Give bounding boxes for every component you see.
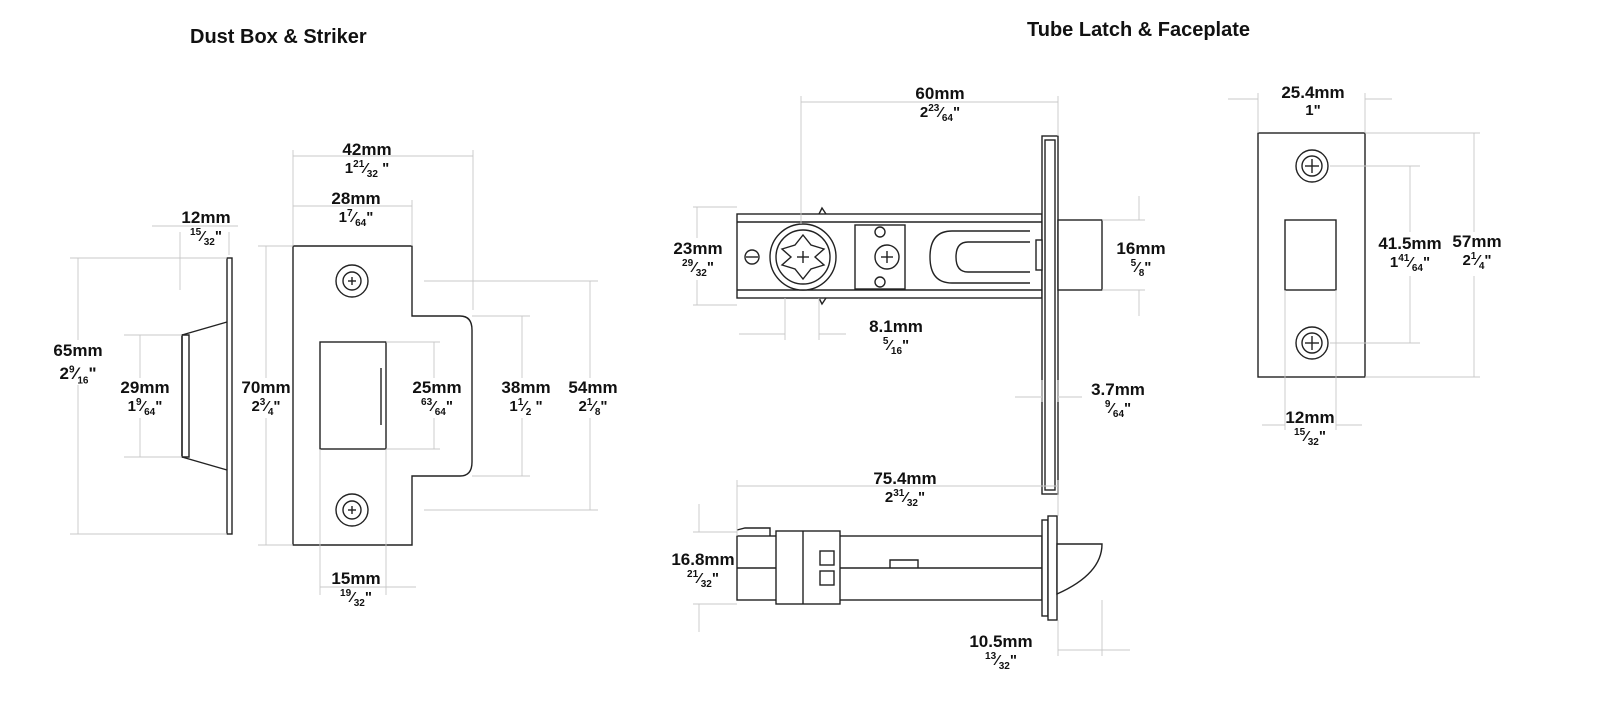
dim-faceplate-thickness: 3.7mm 9⁄64" bbox=[1091, 380, 1145, 420]
dust-box-striker-title: Dust Box & Striker bbox=[190, 26, 367, 48]
dim-latch-body-height: 23mm 29⁄32" bbox=[673, 239, 723, 279]
dim-striker-slot-width: 15mm 19⁄32" bbox=[331, 569, 381, 609]
faceplate-front-view bbox=[1257, 132, 1366, 378]
tube-latch-side-view bbox=[736, 515, 1103, 621]
faceplate-dimension-lines bbox=[1228, 93, 1480, 430]
dim-dustbox-height: 65mm 29⁄16" bbox=[53, 341, 103, 387]
dim-latch-spindle: 8.1mm 5⁄16" bbox=[869, 317, 923, 357]
latch-dimension-lines bbox=[693, 96, 1145, 402]
dim-striker-width: 42mm 121⁄32 " bbox=[342, 140, 392, 180]
dim-faceplate-width: 25.4mm 1" bbox=[1281, 83, 1345, 119]
dim-faceplate-screw-spacing: 41.5mm 141⁄64" bbox=[1378, 234, 1442, 274]
striker-plate-front-view bbox=[292, 245, 473, 546]
dim-faceplate-slot-width: 12mm 15⁄32" bbox=[1285, 408, 1335, 448]
dim-striker-lip: 38mm 11⁄2 " bbox=[501, 378, 551, 418]
side-view-dimension-lines bbox=[693, 480, 1130, 656]
tube-latch-top-view bbox=[736, 135, 1103, 495]
dim-latch-bolt-height: 16mm 5⁄8" bbox=[1116, 239, 1166, 279]
dim-dustbox-depth: 12mm 15⁄32" bbox=[181, 208, 231, 248]
striker-dimension-lines bbox=[70, 150, 598, 595]
dim-faceplate-height: 57mm 21⁄4" bbox=[1452, 232, 1502, 272]
dim-striker-inner-width: 28mm 17⁄64" bbox=[331, 189, 381, 229]
dim-striker-slot: 25mm 63⁄64" bbox=[412, 378, 462, 418]
tube-latch-faceplate-title: Tube Latch & Faceplate bbox=[1027, 19, 1251, 41]
dim-striker-height: 70mm 23⁄4" bbox=[241, 378, 291, 418]
dim-latch-bolt-projection: 10.5mm 13⁄32" bbox=[969, 632, 1033, 672]
dust-box-side-view bbox=[181, 257, 233, 535]
dim-latch-backset: 60mm 223⁄64" bbox=[915, 84, 965, 124]
dim-dustbox-opening: 29mm 19⁄64" bbox=[120, 378, 170, 418]
dim-striker-lip-outer: 54mm 21⁄8" bbox=[568, 378, 618, 418]
dim-latch-side-height: 16.8mm 21⁄32" bbox=[671, 550, 735, 590]
dim-latch-overall-length: 75.4mm 231⁄32" bbox=[873, 469, 937, 509]
